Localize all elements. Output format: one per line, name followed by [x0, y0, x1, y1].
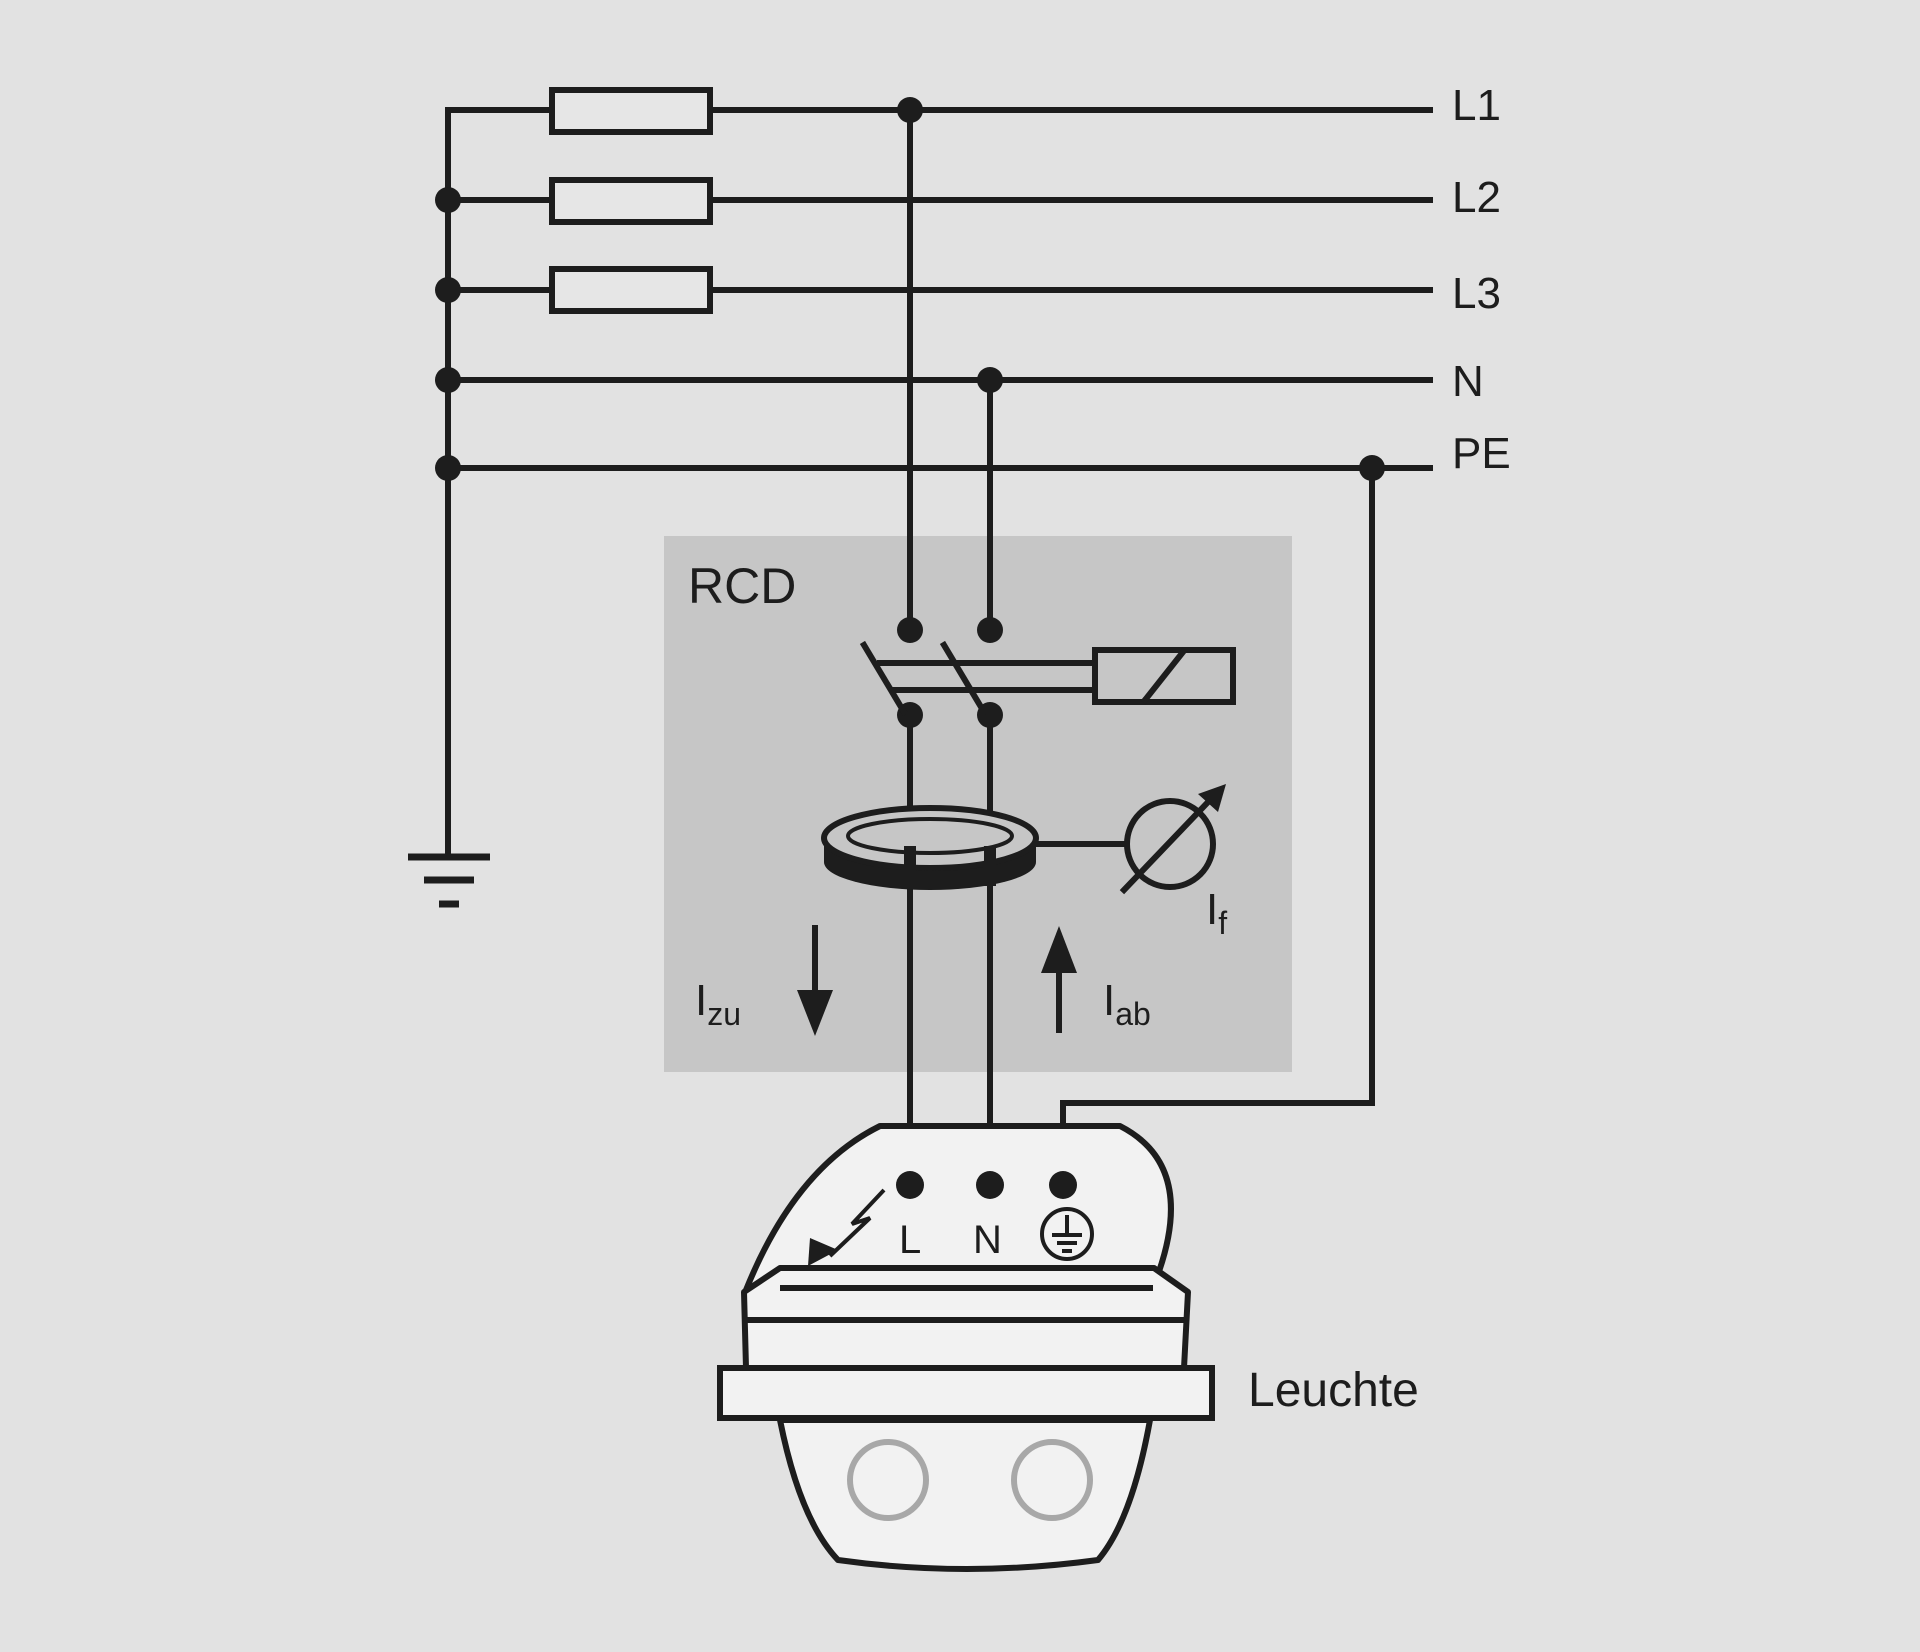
lamp-lens — [1011, 1439, 1093, 1521]
supply-bus — [445, 107, 1433, 858]
fault-lightning-icon — [808, 1188, 886, 1266]
rcd-switch — [859, 617, 1236, 728]
fuse-l1 — [549, 87, 1433, 135]
rcd-box — [664, 536, 1292, 1072]
fuse-l2 — [549, 177, 1433, 225]
toroid-transformer-icon — [821, 805, 1039, 890]
current-out-label: Iab — [1103, 976, 1151, 1032]
line-label-pe: PE — [1452, 429, 1511, 478]
fuse-l3 — [549, 266, 1433, 314]
junction-dot — [435, 277, 461, 303]
ground-icon — [408, 853, 490, 908]
terminal-label-n: N — [973, 1218, 1002, 1262]
line-label-l2: L2 — [1452, 173, 1501, 222]
fault-current-label: If — [1206, 885, 1227, 941]
lamp-lens — [847, 1439, 929, 1521]
earth-terminal-icon — [1040, 1207, 1094, 1261]
junction-dot — [435, 187, 461, 213]
line-label-n: N — [1452, 357, 1484, 406]
rcd-title: RCD — [688, 558, 796, 614]
luminaire — [717, 1123, 1215, 1572]
terminal-pe — [1049, 1171, 1077, 1199]
line-label-l1: L1 — [1452, 81, 1501, 130]
junction-dot — [435, 367, 461, 393]
fault-meter-icon — [1119, 784, 1226, 895]
terminal-l — [896, 1171, 924, 1199]
arrow-up-icon — [1041, 926, 1077, 1033]
terminal-label-l: L — [899, 1218, 921, 1262]
arrow-down-icon — [797, 925, 833, 1036]
junction-dot — [435, 455, 461, 481]
line-label-l3: L3 — [1452, 269, 1501, 318]
luminaire-label: Leuchte — [1248, 1364, 1419, 1417]
terminal-n — [976, 1171, 1004, 1199]
current-in-label: Izu — [695, 976, 741, 1032]
